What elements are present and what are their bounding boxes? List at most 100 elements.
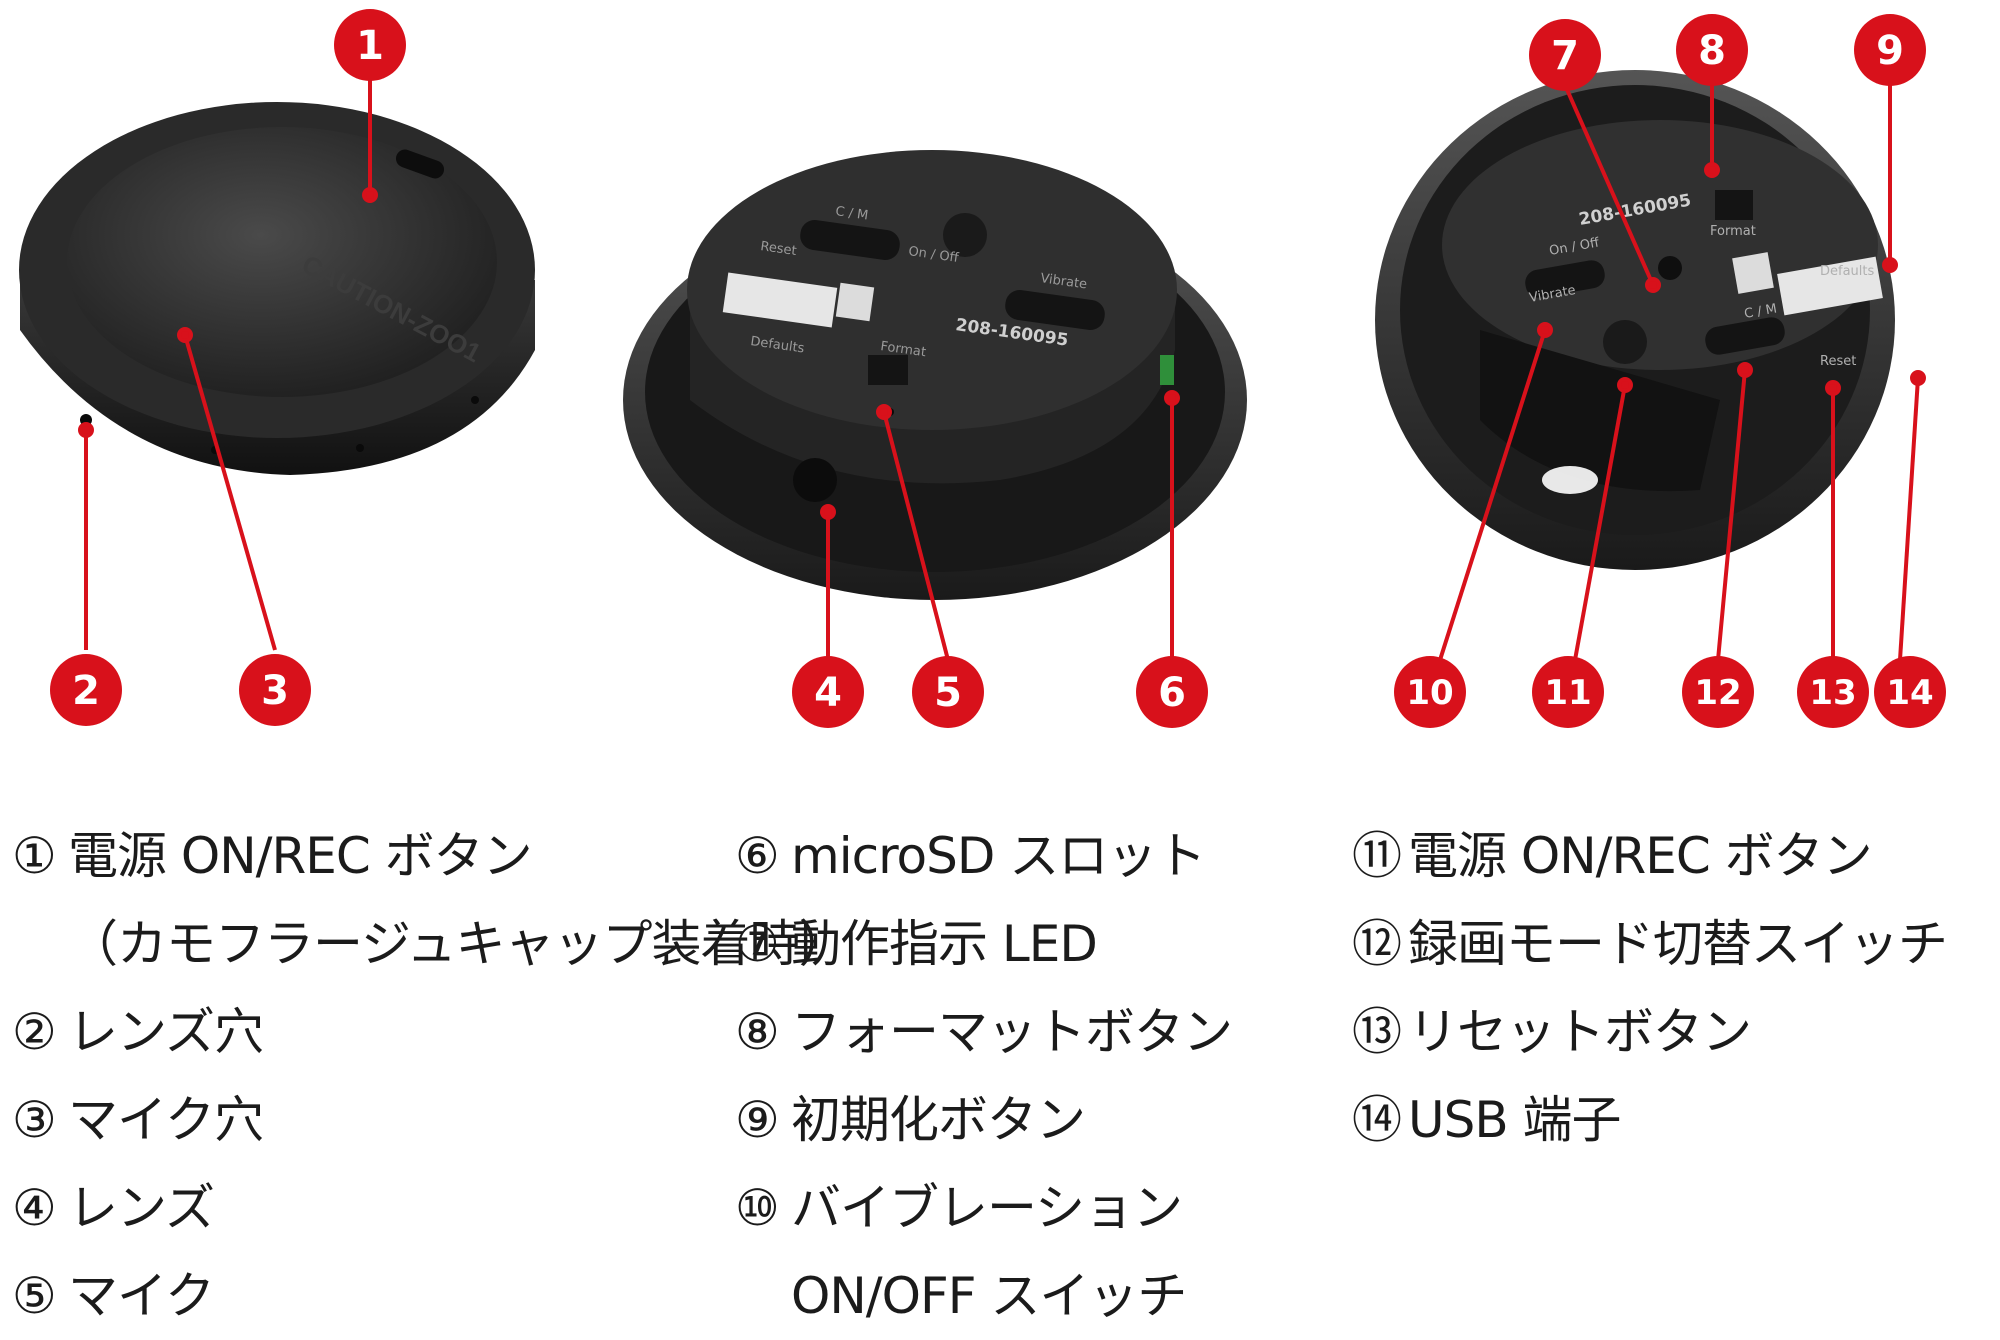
legend-num-12: ⑫ (1352, 915, 1402, 973)
legend-text-13: リセットボタン (1408, 1003, 1752, 1061)
callout-11-label: 11 (1544, 673, 1591, 713)
callout-12: 12 (1682, 656, 1754, 728)
legend-text-3: マイク穴 (68, 1091, 264, 1149)
callout-8-label: 8 (1698, 28, 1726, 74)
legend-num-10: ⑩ (735, 1179, 780, 1237)
callout-line-9 (1882, 80, 1898, 273)
legend-text-11: 電源 ON/REC ボタン (1408, 827, 1873, 885)
callout-lines (78, 75, 1926, 661)
legend-item-10-cont: ON/OFF スイッチ (735, 1252, 1232, 1340)
callout-14-label: 14 (1886, 673, 1933, 713)
callout-7: 7 (1529, 19, 1601, 91)
legend-text-4: レンズ (68, 1179, 215, 1237)
label-onoff-mid: On / Off (907, 244, 960, 266)
legend-text-2: レンズ穴 (68, 1003, 264, 1061)
device-underside-view: On / Off Vibrate C / M Reset Defaults Fo… (623, 150, 1247, 600)
legend-text-1: 電源 ON/REC ボタン (68, 827, 533, 885)
callout-14: 14 (1874, 656, 1946, 728)
callout-badges: 1 2 3 4 5 6 7 8 9 10 11 12 13 14 (50, 9, 1946, 728)
legend-num-14: ⑭ (1352, 1091, 1402, 1149)
callout-2: 2 (50, 654, 122, 726)
device-underside-rotated-view: On / Off Vibrate C / M Format Defaults R… (1375, 70, 1895, 570)
legend-text-9: 初期化ボタン (791, 1091, 1086, 1149)
callout-2-label: 2 (72, 668, 100, 714)
legend-num-7: ⑦ (735, 915, 780, 973)
callout-line-14 (1898, 370, 1926, 661)
callout-13: 13 (1797, 656, 1869, 728)
legend-text-8: フォーマットボタン (791, 1003, 1233, 1061)
legend-num-9: ⑨ (735, 1091, 780, 1149)
legend-num-8: ⑧ (735, 1003, 780, 1061)
legend-text-10-cont: ON/OFF スイッチ (791, 1267, 1187, 1325)
label-cm-right: C / M (1743, 301, 1778, 321)
callout-5: 5 (912, 656, 984, 728)
callout-7-label: 7 (1551, 33, 1579, 79)
legend-text-10: バイブレーション (791, 1179, 1183, 1237)
callout-6-label: 6 (1158, 670, 1186, 716)
callout-line-4 (820, 504, 836, 660)
callout-12-label: 12 (1694, 673, 1741, 713)
callout-3-label: 3 (261, 668, 289, 714)
label-reset-right: Reset (1820, 354, 1856, 369)
legend-num-11: ⑪ (1352, 827, 1402, 885)
callout-1: 1 (334, 9, 406, 81)
label-format-right: Format (1710, 224, 1756, 239)
callout-6: 6 (1136, 656, 1208, 728)
legend-item-1-note: （カモフラージュキャップ装着時） (12, 900, 848, 988)
callout-11: 11 (1532, 656, 1604, 728)
legend-num-2: ② (12, 1003, 57, 1061)
callout-line-12 (1716, 362, 1753, 661)
device-cap-view: CAUTION-ZOO1 (19, 102, 535, 475)
legend-text-14: USB 端子 (1408, 1091, 1622, 1149)
legend-text-1-note: （カモフラージュキャップ装着時） (68, 915, 848, 973)
device-diagram: CAUTION-ZOO1 On / Off Vibrate C / M Rese… (19, 9, 1946, 728)
callout-line-11 (1573, 377, 1633, 661)
callout-10-label: 10 (1406, 673, 1453, 713)
callout-9: 9 (1854, 14, 1926, 86)
callout-line-13 (1825, 380, 1841, 660)
legend-text-7: 動作指示 LED (791, 915, 1098, 973)
label-vibrate-mid: Vibrate (1039, 271, 1088, 292)
callout-8: 8 (1676, 14, 1748, 86)
legend-text-12: 録画モード切替スイッチ (1408, 915, 1948, 973)
callout-9-label: 9 (1876, 28, 1904, 74)
callout-1-label: 1 (356, 23, 384, 69)
callout-line-3 (177, 327, 277, 651)
callout-line-6 (1164, 390, 1180, 660)
callout-line-8 (1704, 80, 1720, 178)
callout-line-10 (1438, 322, 1553, 661)
callout-line-5 (876, 404, 950, 661)
legend-num-3: ③ (12, 1091, 57, 1149)
callout-line-2 (78, 422, 94, 650)
label-reset-mid: Reset (759, 239, 797, 259)
legend-num-5: ⑤ (12, 1267, 57, 1325)
callout-line-1 (362, 75, 378, 203)
legend-text-6: microSD スロット (791, 827, 1206, 885)
callout-5-label: 5 (934, 670, 962, 716)
legend-num-6: ⑥ (735, 827, 780, 885)
legend-num-4: ④ (12, 1179, 57, 1237)
label-defaults-right: Defaults (1820, 264, 1874, 279)
callout-3: 3 (239, 654, 311, 726)
callout-13-label: 13 (1809, 673, 1856, 713)
legend-num-13: ⑬ (1352, 1003, 1402, 1061)
callout-line-7 (1563, 84, 1661, 293)
label-cm-mid: C / M (834, 204, 869, 223)
